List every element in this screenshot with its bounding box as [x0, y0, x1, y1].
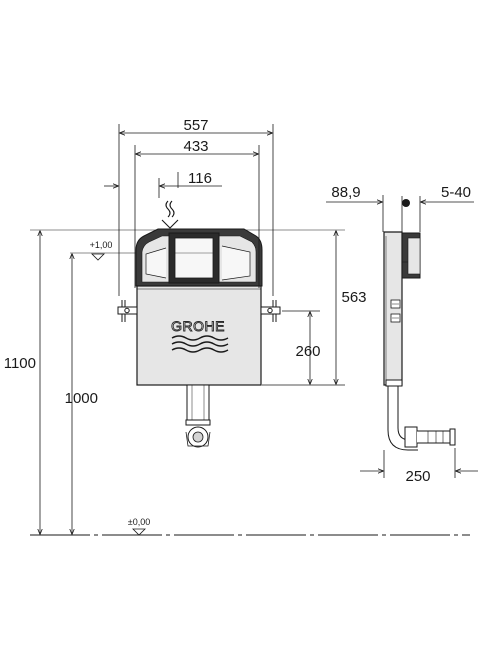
- level-triangle-top: [91, 253, 105, 261]
- label-250: 250: [405, 468, 430, 485]
- wave-logo: [171, 335, 229, 341]
- label-563: 563: [341, 289, 366, 306]
- side-dimensions: [326, 195, 478, 478]
- brand-logo: GROHE: [171, 318, 225, 334]
- label-557: 557: [183, 117, 208, 134]
- label-88-9: 88,9: [331, 184, 360, 201]
- front-view: [30, 200, 470, 536]
- label-433: 433: [183, 138, 208, 155]
- side-outlet-pipe: [404, 426, 418, 448]
- label-116: 116: [188, 170, 212, 187]
- label-1000: 1000: [65, 390, 98, 407]
- label-5-40: 5-40: [441, 184, 471, 201]
- level-floor-label: ±0,00: [128, 517, 150, 527]
- left-bracket: [117, 300, 138, 322]
- inspection-panel: [174, 237, 214, 279]
- label-1100: 1100: [4, 355, 36, 372]
- right-bracket: [260, 300, 281, 322]
- side-down-pipe: [387, 385, 418, 451]
- flush-symbol-icon: [161, 200, 179, 229]
- side-view: [383, 199, 456, 451]
- side-cistern-body: [383, 231, 403, 386]
- level-top-label: +1,00: [90, 240, 113, 250]
- wall-point: [402, 199, 410, 207]
- level-triangle-floor: [132, 528, 146, 536]
- cistern-body: [136, 285, 262, 386]
- front-dimensions: [40, 124, 345, 536]
- label-260: 260: [295, 343, 320, 360]
- flush-pipe: [186, 384, 210, 426]
